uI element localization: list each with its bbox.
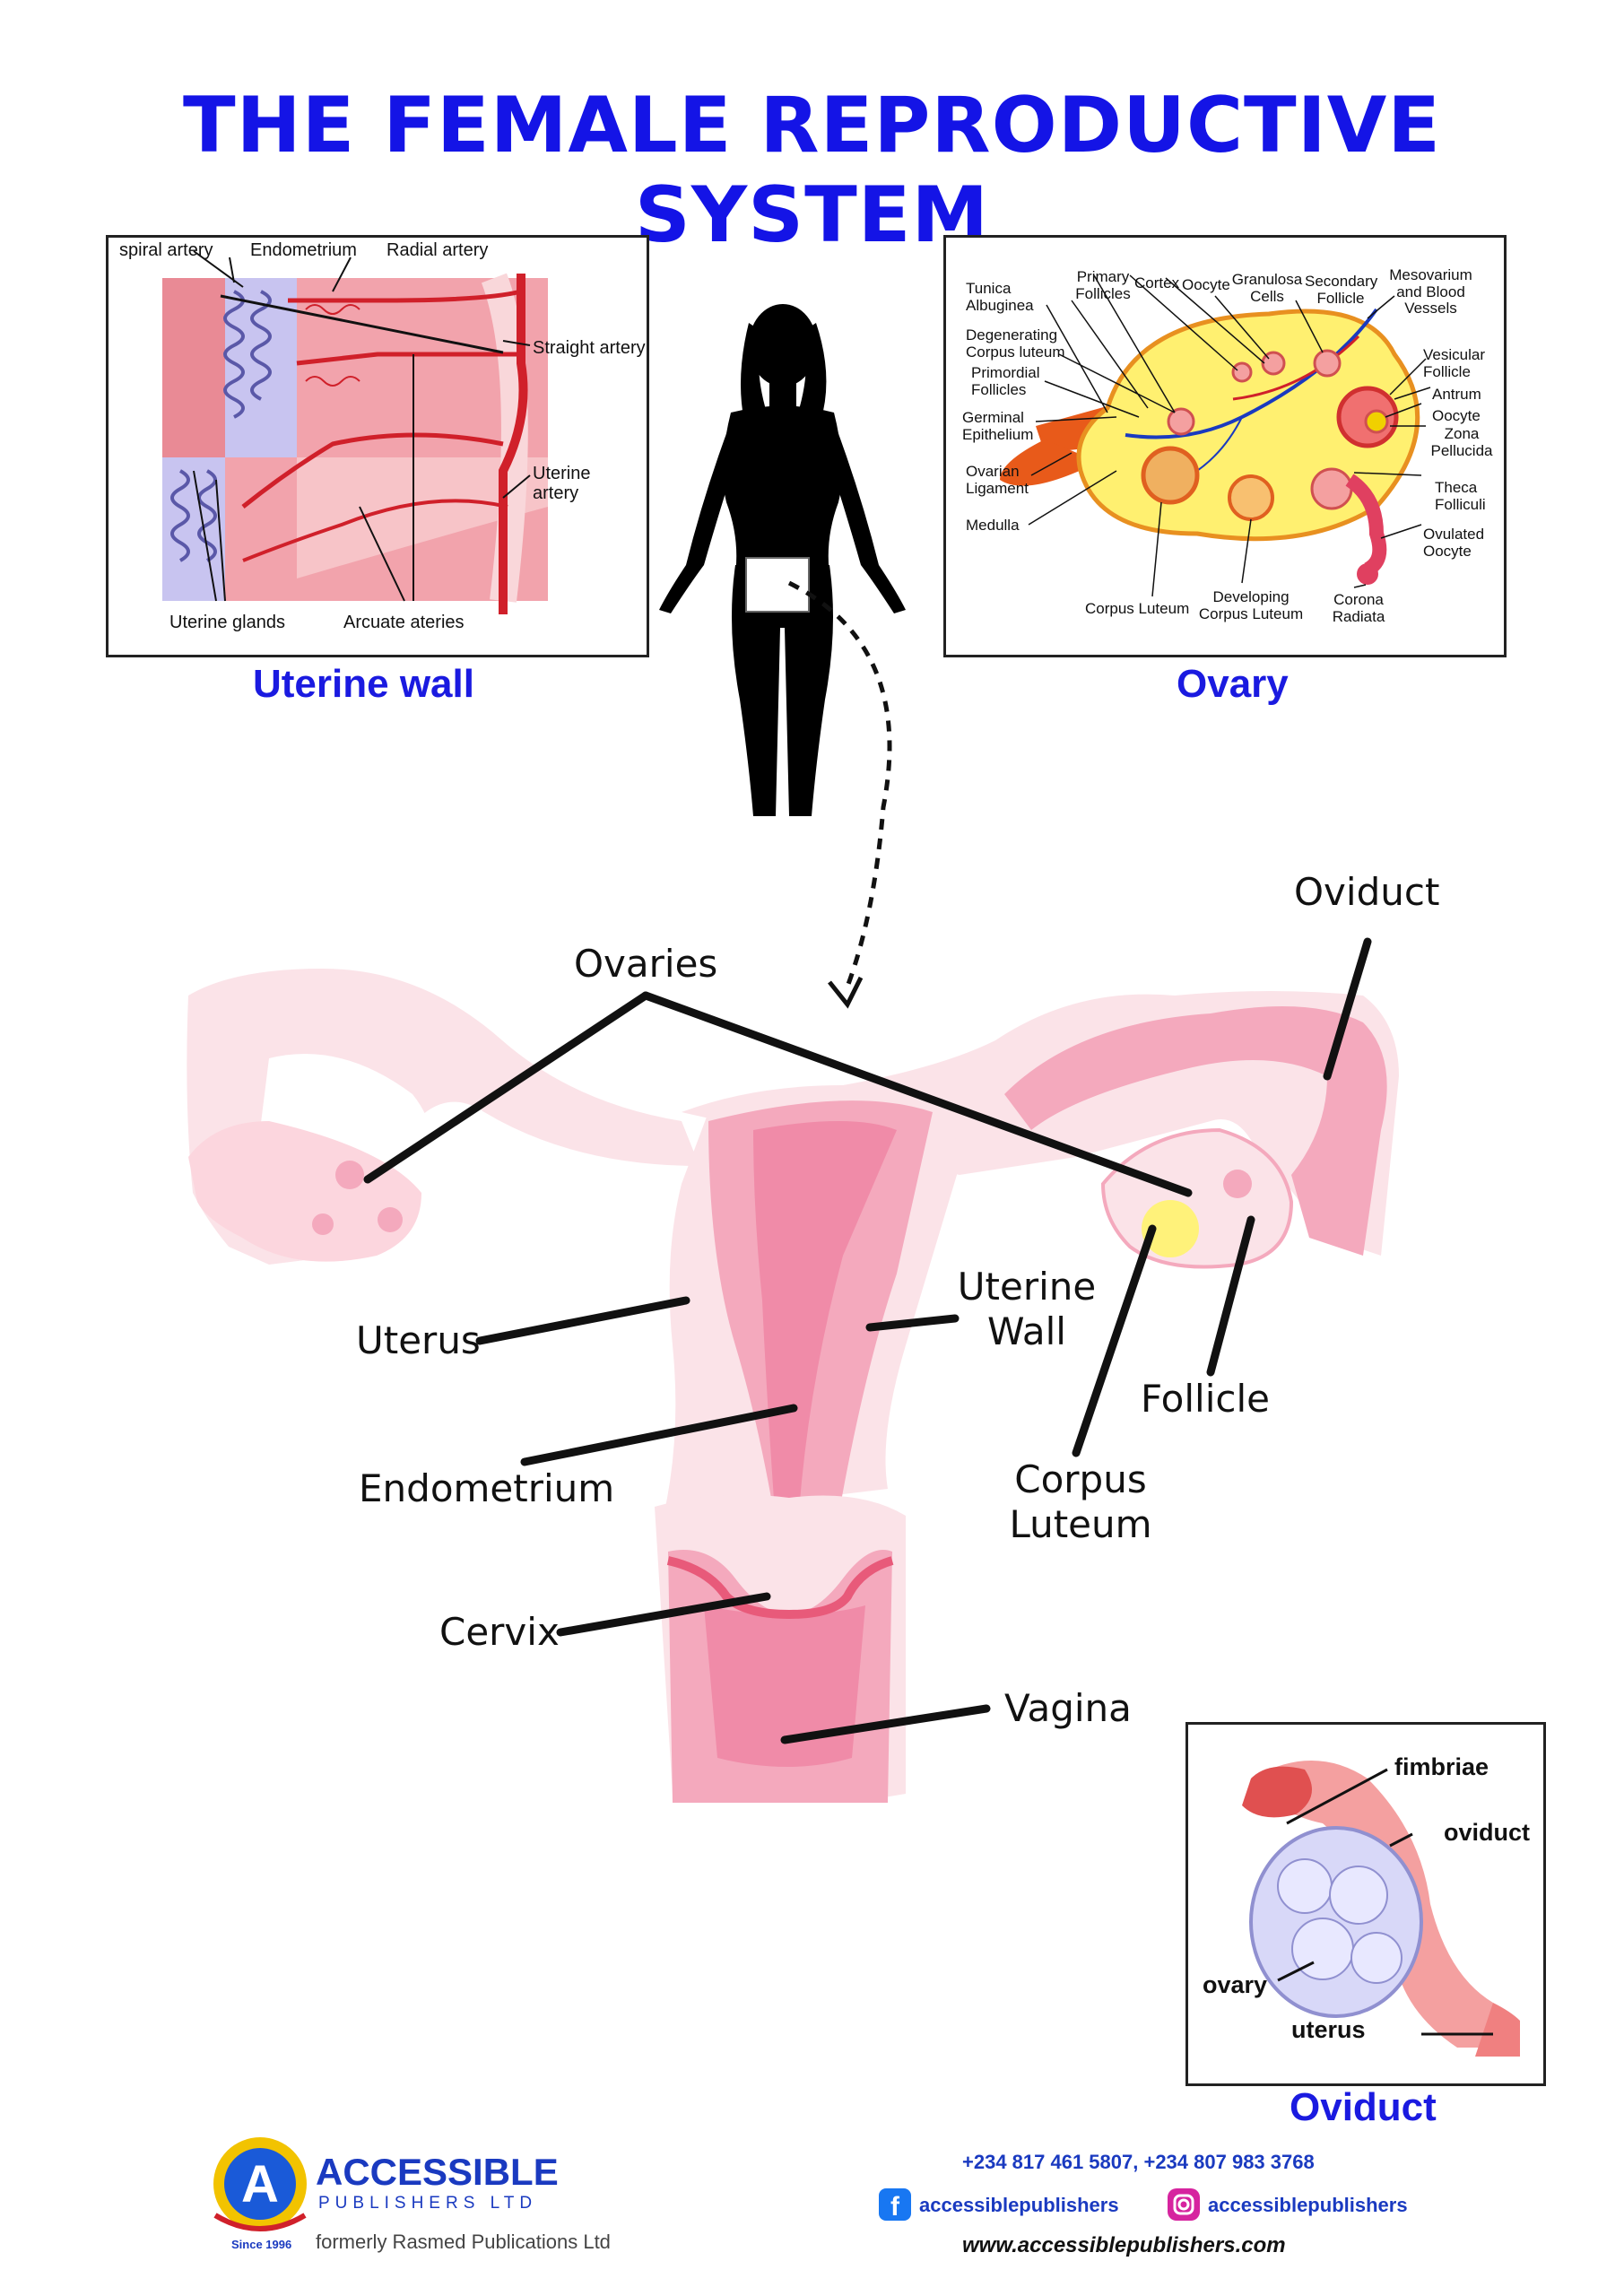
ovary-panel: Tunica Albuginea Primary Follicles Corte… [943, 235, 1507, 657]
ovary-illustration [1000, 274, 1431, 597]
label-oocyte-top: Oocyte [1182, 276, 1230, 293]
label-germinal-epithelium: Germinal Epithelium [962, 409, 1034, 443]
label-cervix: Cervix [439, 1610, 560, 1654]
label-arcuate-ateries: Arcuate ateries [343, 613, 465, 632]
label-oocyte-right: Oocyte [1432, 407, 1481, 424]
label-tunica-albuginea: Tunica Albuginea [966, 280, 1034, 314]
label-oviduct-inset: oviduct [1444, 1819, 1531, 1846]
instagram-icon [1168, 2188, 1200, 2221]
label-ovary-inset: ovary [1203, 1971, 1268, 1998]
label-uterine-artery: Uterine artery [533, 464, 591, 503]
oviduct-caption: Oviduct [1290, 2085, 1437, 2129]
label-degenerating-corpus-luteum: Degenerating Corpus luteum [966, 326, 1065, 361]
uterine-wall-caption: Uterine wall [253, 662, 474, 706]
label-ovulated-oocyte: Ovulated Oocyte [1423, 526, 1485, 560]
label-ovarian-ligament: Ovarian Ligament [966, 463, 1029, 497]
label-radial-artery: Radial artery [386, 240, 489, 260]
oviduct-panel: fimbriae oviduct ovary uterus [1185, 1722, 1546, 2086]
ovary-caption: Ovary [1177, 662, 1289, 706]
label-zona-pellucida: Zona Pellucida [1430, 425, 1493, 459]
phone-numbers: +234 817 461 5807, +234 807 983 3768 [962, 2151, 1315, 2173]
label-granulosa-cells: Granulosa Cells [1231, 271, 1303, 305]
label-medulla: Medulla [966, 517, 1020, 534]
oviduct-illustration [1242, 1761, 1520, 2057]
label-corona-radiata: Corona Radiata [1332, 591, 1385, 625]
label-endometrium: Endometrium [359, 1466, 615, 1510]
label-oviduct: Oviduct [1294, 870, 1440, 914]
label-cortex: Cortex [1134, 274, 1180, 291]
svg-text:f: f [890, 2192, 900, 2222]
label-corpus-luteum: Corpus Luteum [1009, 1457, 1152, 1547]
formerly-text: formerly Rasmed Publications Ltd [316, 2231, 611, 2253]
label-corpus-luteum-small: Corpus Luteum [1085, 600, 1190, 617]
since-badge: Since 1996 [231, 2238, 292, 2251]
uterine-wall-illustration [162, 250, 548, 614]
facebook-icon: f [879, 2188, 911, 2222]
publisher-logo-icon: A [213, 2137, 307, 2231]
label-uterus-inset: uterus [1291, 2016, 1366, 2043]
brand-subtitle: PUBLISHERS LTD [318, 2194, 538, 2213]
label-uterus: Uterus [356, 1318, 481, 1362]
label-uterine-wall: Uterine Wall [957, 1265, 1097, 1354]
label-follicle: Follicle [1141, 1377, 1270, 1421]
website-link[interactable]: www.accessiblepublishers.com [962, 2233, 1286, 2257]
label-vagina: Vagina [1004, 1686, 1132, 1730]
label-secondary-follicle: Secondary Follicle [1305, 273, 1378, 307]
label-primordial-follicles: Primordial Follicles [971, 364, 1040, 398]
uterine-wall-panel: spiral artery Endometrium Radial artery … [106, 235, 649, 657]
label-uterine-glands: Uterine glands [169, 613, 285, 632]
label-mesovarium: Mesovarium and Blood Vessels [1389, 266, 1472, 317]
instagram-link[interactable]: accessiblepublishers [1208, 2194, 1408, 2216]
label-antrum: Antrum [1432, 386, 1481, 403]
label-vesicular-follicle: Vesicular Follicle [1423, 346, 1485, 380]
svg-text:A: A [241, 2155, 279, 2213]
label-fimbriae: fimbriae [1394, 1753, 1489, 1780]
label-primary-follicles: Primary Follicles [1075, 268, 1131, 302]
label-ovaries: Ovaries [574, 942, 718, 986]
label-spiral-artery: spiral artery [119, 240, 213, 260]
label-theca-folliculi: Theca Folliculi [1435, 479, 1486, 513]
label-developing-corpus-luteum: Developing Corpus Luteum [1198, 588, 1304, 622]
woman-silhouette [659, 304, 906, 816]
label-straight-artery: Straight artery [533, 338, 646, 358]
facebook-link[interactable]: accessiblepublishers [919, 2194, 1119, 2216]
page-title: THE FEMALE REPRODUCTIVE SYSTEM [182, 81, 1442, 260]
brand-name: ACCESSIBLE [316, 2151, 559, 2193]
label-endometrium-small: Endometrium [250, 240, 357, 260]
